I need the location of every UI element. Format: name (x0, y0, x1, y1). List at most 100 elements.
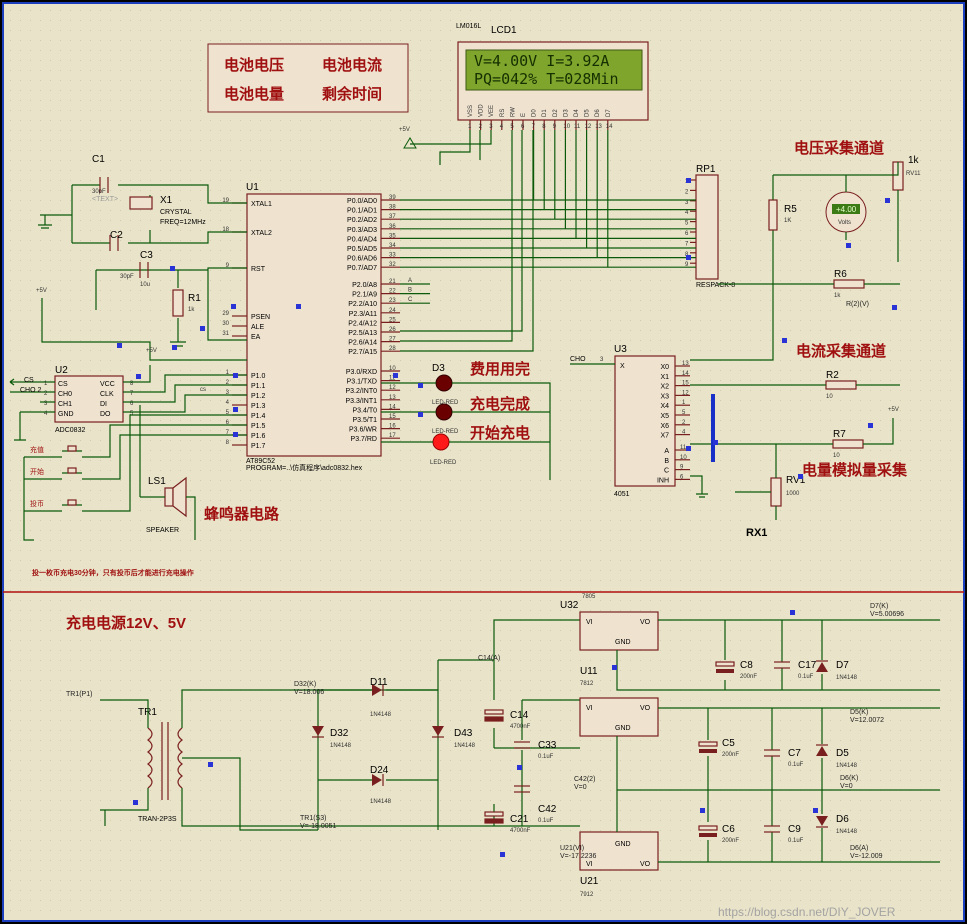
pin-marker (686, 178, 691, 183)
svg-text:6: 6 (130, 401, 134, 407)
c3-value: 10u (140, 282, 150, 288)
pin-marker (798, 474, 803, 479)
pin-marker (713, 440, 718, 445)
u3-pin-label: X4 (660, 403, 669, 410)
bus-wire (410, 130, 492, 165)
potentiometer-rv1[interactable] (770, 477, 782, 507)
regulator-7805[interactable]: VI VO GND (579, 611, 659, 651)
mcu-pin-label: P0.5/AD5 (347, 246, 377, 253)
c2-name: C2 (110, 230, 123, 241)
watermark: https://blog.csdn.net/DIY_JOVER (718, 905, 896, 919)
pin-marker (782, 338, 787, 343)
svg-text:1N4148: 1N4148 (836, 829, 858, 835)
u21-voltage: V=-17.2236 (560, 853, 596, 860)
c17-name: C17 (798, 660, 817, 671)
mcu-pin-number: 18 (222, 227, 229, 233)
r7-name: R7 (833, 429, 846, 440)
mcu-pin-number: 21 (389, 279, 396, 285)
bus-label: C (408, 297, 413, 303)
svg-text:DI: DI (100, 401, 107, 408)
mcu-pin-number: 15 (389, 414, 396, 420)
lcd-pin-number: 8 (542, 124, 546, 130)
u3-pin-label: B (664, 458, 669, 465)
d5-name: D5 (836, 748, 849, 759)
u32-model: 7805 (582, 594, 596, 600)
tr1-model: TRAN-2P3S (138, 816, 177, 823)
led-charge-start[interactable] (432, 433, 450, 451)
mcu-pin-number: 24 (389, 308, 396, 314)
svg-text:7: 7 (130, 391, 134, 397)
button-start[interactable] (48, 467, 96, 480)
resistor-pack-rp1[interactable]: 123456789 (685, 174, 719, 280)
d6-voltage: V=0 (840, 783, 853, 790)
lcd-pin-number: 5 (510, 124, 514, 130)
mcu-pin-label: P0.4/AD4 (347, 236, 377, 243)
mcu-pin-label: P2.1/A9 (352, 292, 377, 299)
pin-marker (133, 800, 138, 805)
regulator-7812[interactable]: VI VO GND (579, 697, 659, 737)
coin-note: 投一枚币充电30分钟，只有投币后才能进行充电操作 (32, 568, 194, 577)
svg-text:VO: VO (640, 705, 651, 712)
led-3-type: LED-RED (430, 460, 457, 466)
u3-pin-label: C (664, 468, 669, 475)
lcd-pin-label: D5 (585, 109, 591, 117)
lcd-pin-number: 7 (532, 124, 536, 130)
transformer-tr1[interactable] (147, 722, 183, 800)
svg-text:X: X (620, 363, 625, 370)
mcu-pin-number: 12 (389, 385, 396, 391)
mcu-pin-number: 5 (226, 410, 230, 416)
mcu-pin-label: P1.4 (251, 413, 266, 420)
u3-pin-number: 4 (682, 430, 686, 436)
mcu-pin-label: P2.7/A15 (348, 349, 377, 356)
mcu-pin-label: P2.0/A8 (352, 282, 377, 289)
label-time: 剩余时间 (322, 85, 382, 103)
r2-value: 10 (826, 394, 833, 400)
r6-name: R6 (834, 269, 847, 280)
svg-text:CH1: CH1 (58, 401, 72, 408)
button-recharge[interactable] (48, 445, 96, 458)
led-d3[interactable] (435, 374, 453, 392)
rp1-pin-number: 5 (685, 221, 689, 227)
tr1s3-probe: TR1(S3) (300, 815, 326, 822)
pin-marker (117, 343, 122, 348)
svg-text:VO: VO (640, 619, 651, 626)
u3-pin-number: 5 (682, 410, 686, 416)
adc0832[interactable]: CS CH0 CH1 GND VCC CLK DI DO 1 2 3 4 8 7… (44, 375, 134, 423)
mcu-pin-number: 38 (389, 205, 396, 211)
lcd-pin-label: D4 (574, 109, 580, 117)
mcu-pin-number: 28 (389, 346, 396, 352)
mcu-pin-label: P0.1/AD1 (347, 208, 377, 215)
svg-text:3: 3 (44, 401, 48, 407)
u3-pin-label: X2 (660, 384, 669, 391)
svg-text:1N4148: 1N4148 (330, 743, 352, 749)
pin-marker (686, 446, 691, 451)
lcd-pin-number: 11 (574, 124, 581, 130)
u3-pin-number: 2 (682, 420, 686, 426)
led-charge-done[interactable] (435, 403, 453, 421)
c1-value: 30pF (92, 189, 106, 195)
voltmeter: +4.00 Volts (825, 191, 867, 233)
lcd-display[interactable]: V=4.00V I=3.92A PQ=042% T=028Min VSS1VDD… (457, 41, 649, 130)
tr1s3-voltage: V=-18.0051 (300, 823, 336, 830)
regulator-7912[interactable]: VI VO GND (579, 831, 659, 871)
lcd-pin-number: 10 (563, 124, 570, 130)
lcd-pin-number: 13 (595, 124, 602, 130)
svg-text:1N4148: 1N4148 (836, 763, 858, 769)
voltmeter-unit: Volts (838, 220, 851, 226)
crystal-type: CRYSTAL (160, 209, 192, 216)
cap-c6 (698, 825, 718, 837)
mcu-at89c52[interactable]: XTAL119XTAL218RST9PSEN29ALE30EA31P1.01P1… (222, 193, 400, 457)
rp1-pin-number: 9 (685, 262, 689, 268)
u3-model: 4051 (614, 491, 630, 498)
c9-name: C9 (788, 824, 801, 835)
button-coin[interactable] (48, 499, 96, 512)
svg-text:1N4148: 1N4148 (370, 712, 392, 718)
buzzer-speaker[interactable] (164, 476, 187, 518)
led-d3-type: LED-RED (432, 400, 459, 406)
d7-voltage: V=5.00696 (870, 611, 904, 618)
rv11-name: 1k (908, 155, 920, 166)
r1-value: 1k (188, 307, 195, 313)
u21-model: 7912 (580, 892, 594, 898)
